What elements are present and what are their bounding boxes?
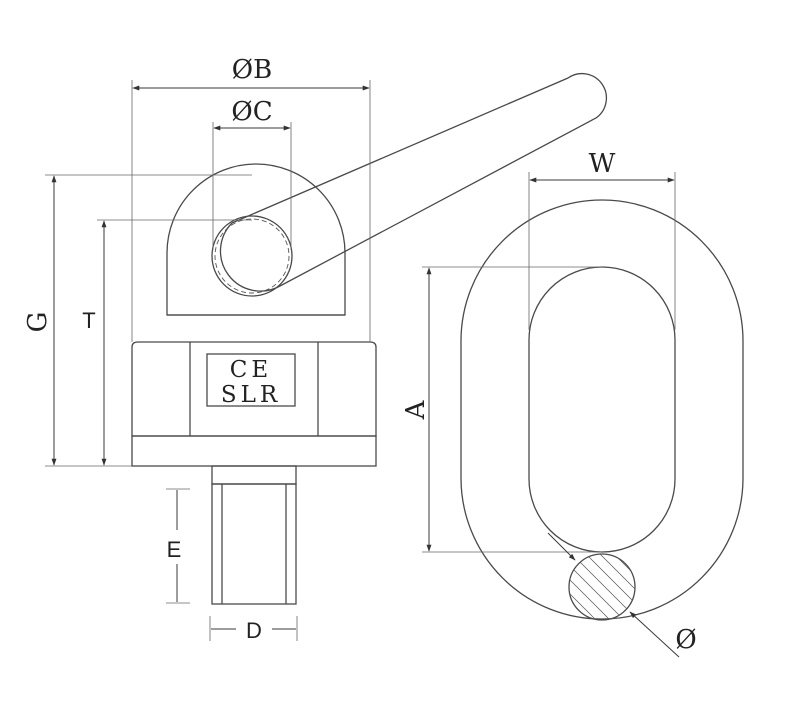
dimension-g: G — [23, 174, 252, 467]
bolt-shank — [211, 465, 297, 485]
label-w: W — [589, 149, 616, 179]
dimension-diameter: Ø — [547, 532, 697, 658]
dimension-e: E — [166, 488, 190, 604]
pin-circle — [211, 215, 293, 297]
bolt-thread — [211, 483, 297, 605]
dimension-c: ØC — [212, 97, 292, 250]
dimension-w: W — [528, 149, 676, 330]
label-b: ØB — [232, 55, 272, 85]
dimension-d: D — [209, 616, 298, 643]
marking-box — [206, 353, 296, 407]
dimension-t: T — [82, 219, 252, 466]
oval-outer — [460, 199, 744, 620]
label-a: A — [401, 399, 431, 420]
label-g: G — [23, 312, 53, 333]
label-t: T — [82, 308, 95, 333]
label-d: D — [246, 618, 262, 643]
label-c: ØC — [231, 97, 272, 127]
marking-line2: SLR — [221, 382, 281, 408]
section-circle — [568, 553, 636, 621]
hoist-ring-body: CE SLR — [131, 72, 608, 605]
bail — [166, 163, 346, 316]
base-flange — [131, 435, 377, 467]
oval-inner — [528, 266, 676, 553]
dimension-a: A — [401, 266, 602, 553]
label-diameter: Ø — [675, 625, 696, 655]
marking-line1: CE — [230, 357, 272, 383]
handle-bar — [231, 72, 608, 287]
label-e: E — [167, 537, 182, 562]
oval-link — [460, 199, 744, 621]
dimension-b: ØB — [131, 55, 371, 342]
